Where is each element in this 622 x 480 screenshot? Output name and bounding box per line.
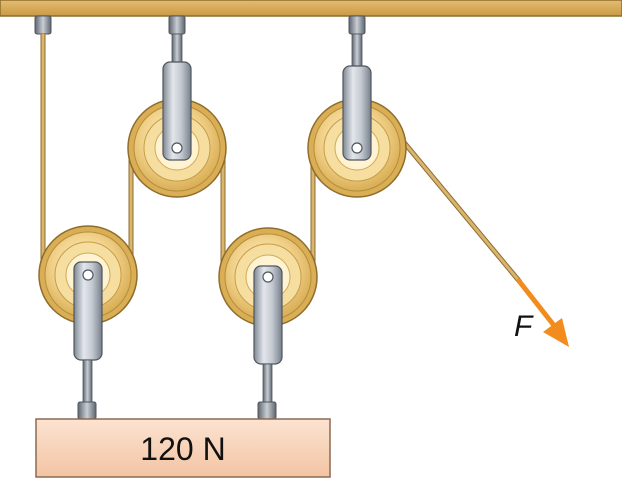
movable-pulley-1-bracket xyxy=(73,261,103,420)
fixed-pulley-1-bracket xyxy=(162,61,192,161)
force-arrow xyxy=(516,278,569,347)
load-block: 120 N xyxy=(35,418,331,478)
load-weight-label: 120 N xyxy=(140,431,225,467)
ceiling-anchor-pulley-2 xyxy=(348,15,366,69)
ceiling-anchor-left xyxy=(34,15,52,35)
movable-pulley-2-bracket xyxy=(253,265,283,420)
force-arrowhead-icon xyxy=(543,318,569,347)
force-label: F xyxy=(514,310,534,343)
ceiling-beam xyxy=(0,0,622,17)
ceiling-anchor-pulley-1 xyxy=(168,15,186,65)
fixed-pulley-2-bracket xyxy=(342,65,372,161)
rope-segment-free xyxy=(400,138,522,284)
